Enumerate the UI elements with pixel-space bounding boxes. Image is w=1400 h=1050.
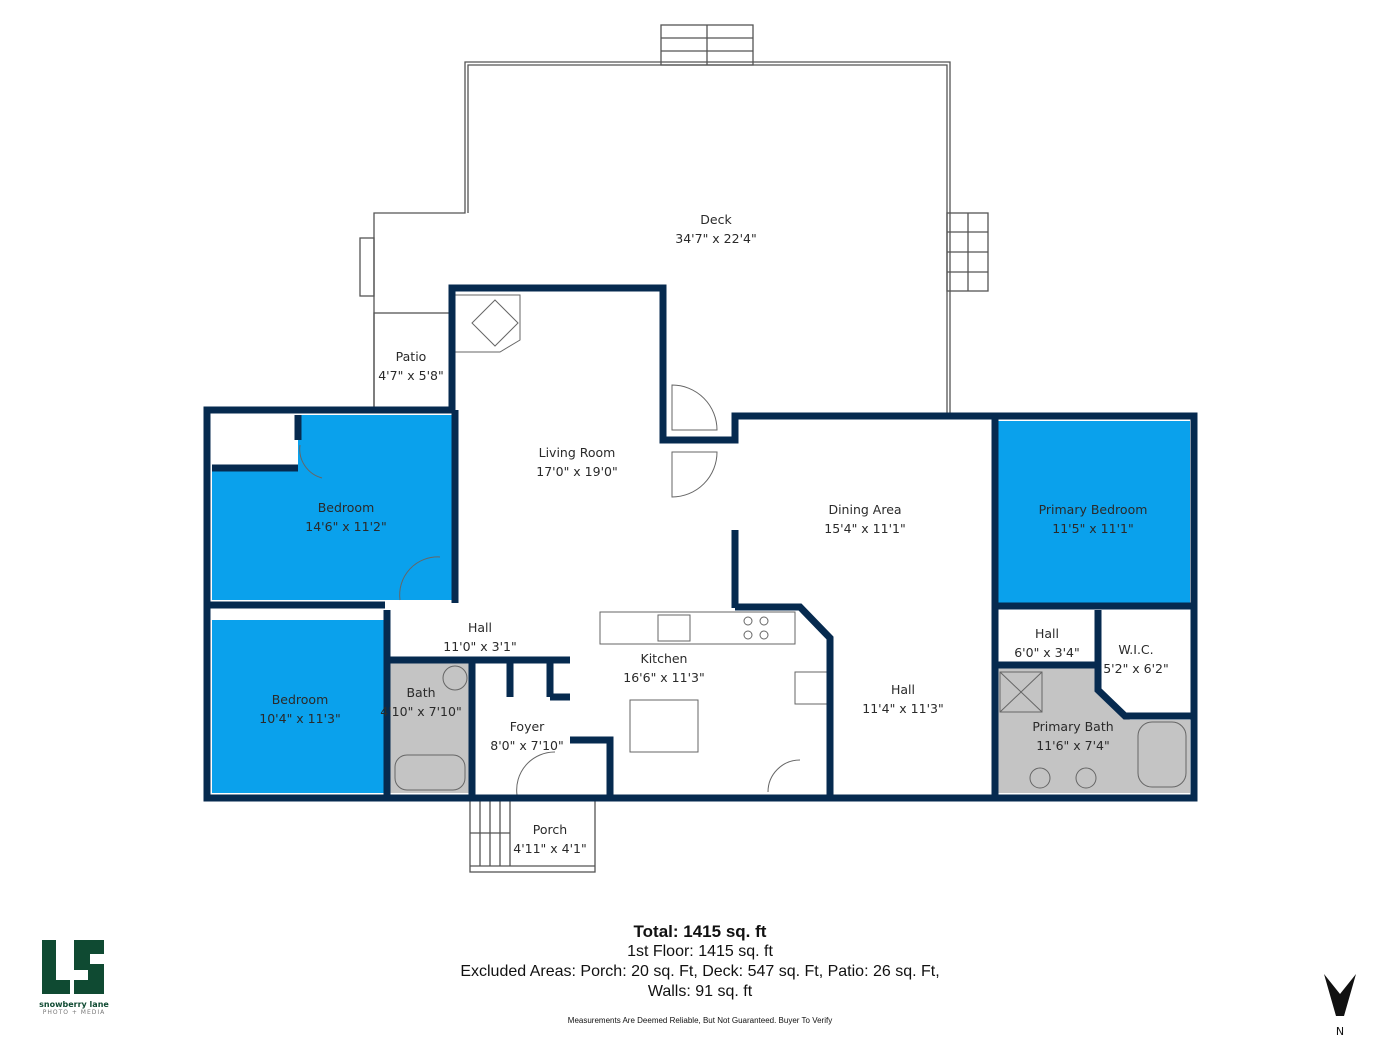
room-dims-bedroom-1: 14'6" x 11'2" bbox=[305, 519, 386, 534]
room-name-wic: W.I.C. bbox=[1118, 642, 1153, 657]
logo-name: snowberry lane bbox=[39, 1000, 109, 1009]
room-dims-foyer: 8'0" x 7'10" bbox=[490, 738, 563, 753]
walls-area: Walls: 91 sq. ft bbox=[647, 983, 753, 1000]
kitchen-island bbox=[629, 699, 699, 753]
room-name-bedroom-1: Bedroom bbox=[318, 500, 375, 515]
room-name-primary-bath: Primary Bath bbox=[1032, 719, 1113, 734]
room-name-living: Living Room bbox=[539, 445, 616, 460]
room-dims-bedroom-2: 10'4" x 11'3" bbox=[259, 711, 340, 726]
room-name-foyer: Foyer bbox=[510, 719, 545, 734]
company-logo: snowberry lane PHOTO + MEDIA bbox=[38, 938, 110, 1016]
room-labels: Deck 34'7" x 22'4" Patio 4'7" x 5'8" Liv… bbox=[259, 212, 1168, 856]
room-dims-hall-2: 11'4" x 11'3" bbox=[862, 701, 943, 716]
room-name-hall-3: Hall bbox=[1035, 626, 1059, 641]
room-dims-hall-1: 11'0" x 3'1" bbox=[443, 639, 516, 654]
room-name-deck: Deck bbox=[700, 212, 732, 227]
room-dims-wic: 5'2" x 6'2" bbox=[1103, 661, 1169, 676]
room-dims-hall-3: 6'0" x 3'4" bbox=[1014, 645, 1080, 660]
room-name-bedroom-2: Bedroom bbox=[272, 692, 329, 707]
compass: N bbox=[1322, 972, 1358, 1039]
room-dims-bath: 4'10" x 7'10" bbox=[380, 704, 461, 719]
logo-mark-icon bbox=[42, 940, 104, 994]
room-dims-deck: 34'7" x 22'4" bbox=[675, 231, 756, 246]
north-arrow-icon bbox=[1324, 974, 1356, 1016]
room-name-dining: Dining Area bbox=[828, 502, 901, 517]
excluded-areas: Excluded Areas: Porch: 20 sq. Ft, Deck: … bbox=[460, 963, 940, 980]
room-name-patio: Patio bbox=[396, 349, 427, 364]
total-area: Total: 1415 sq. ft bbox=[633, 922, 767, 941]
room-dims-living: 17'0" x 19'0" bbox=[536, 464, 617, 479]
disclaimer: Measurements Are Deemed Reliable, But No… bbox=[567, 1016, 833, 1025]
room-dims-porch: 4'11" x 4'1" bbox=[513, 841, 586, 856]
room-dims-dining: 15'4" x 11'1" bbox=[824, 521, 905, 536]
bath-fill bbox=[390, 663, 470, 793]
room-dims-patio: 4'7" x 5'8" bbox=[378, 368, 444, 383]
walls bbox=[203, 284, 1198, 802]
room-dims-primary-bath: 11'6" x 7'4" bbox=[1036, 738, 1109, 753]
floor-area: 1st Floor: 1415 sq. ft bbox=[627, 943, 773, 960]
logo-subtitle: PHOTO + MEDIA bbox=[42, 1009, 106, 1016]
room-dims-primary-bedroom: 11'5" x 11'1" bbox=[1052, 521, 1133, 536]
room-fills bbox=[212, 415, 1190, 793]
room-name-bath: Bath bbox=[406, 685, 435, 700]
room-name-hall-1: Hall bbox=[468, 620, 492, 635]
room-name-hall-2: Hall bbox=[891, 682, 915, 697]
fixtures bbox=[299, 294, 1187, 796]
room-name-primary-bedroom: Primary Bedroom bbox=[1039, 502, 1148, 517]
room-name-kitchen: Kitchen bbox=[641, 651, 688, 666]
room-dims-kitchen: 16'6" x 11'3" bbox=[623, 670, 704, 685]
compass-label: N bbox=[1335, 1025, 1345, 1038]
bedroom-1-fill bbox=[212, 415, 452, 600]
primary-bath-fill bbox=[997, 668, 1190, 793]
room-name-porch: Porch bbox=[533, 822, 567, 837]
bedroom-2-fill bbox=[212, 620, 385, 793]
primary-bedroom-fill bbox=[998, 421, 1190, 603]
